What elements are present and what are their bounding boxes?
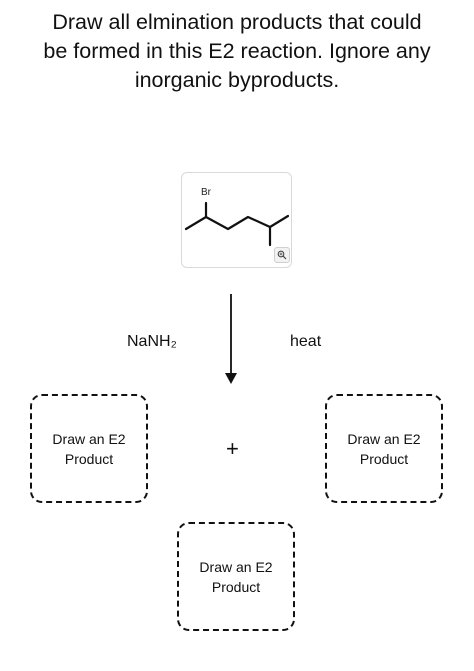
question-text: Draw all elmination products that could … [10, 8, 464, 95]
product-prompt-line-2: Product [64, 450, 114, 467]
product-prompt-line-1: Draw an E2 [347, 430, 421, 447]
zoom-button[interactable] [274, 247, 290, 263]
product-drop-zone-right[interactable]: Draw an E2 Product [325, 394, 443, 503]
magnifier-icon [277, 250, 287, 260]
product-prompt-line-1: Draw an E2 [52, 430, 126, 447]
reagent-right-label: heat [290, 333, 322, 350]
product-prompt-line-2: Product [359, 450, 409, 467]
product-prompt-right: Draw an E2 Product [347, 429, 420, 469]
product-prompt-line-2: Product [211, 578, 261, 595]
product-prompt-line-1: Draw an E2 [199, 558, 273, 575]
down-arrow-icon [225, 294, 237, 384]
plus-sign: + [226, 436, 239, 461]
bromine-atom-label: Br [201, 187, 211, 198]
skeletal-structure-drawing [184, 201, 290, 247]
reagent-left-label: NaNH₂ [127, 333, 177, 350]
starting-material-structure[interactable]: Br [181, 172, 292, 268]
question-line-2: be formed in this E2 reaction. Ignore an… [43, 39, 431, 63]
product-prompt-bottom: Draw an E2 Product [199, 557, 272, 597]
product-prompt-left: Draw an E2 Product [52, 429, 125, 469]
question-line-1: Draw all elmination products that could [52, 10, 422, 34]
product-drop-zone-bottom[interactable]: Draw an E2 Product [177, 522, 295, 631]
question-line-3: inorganic byproducts. [134, 68, 340, 92]
product-drop-zone-left[interactable]: Draw an E2 Product [30, 394, 148, 503]
